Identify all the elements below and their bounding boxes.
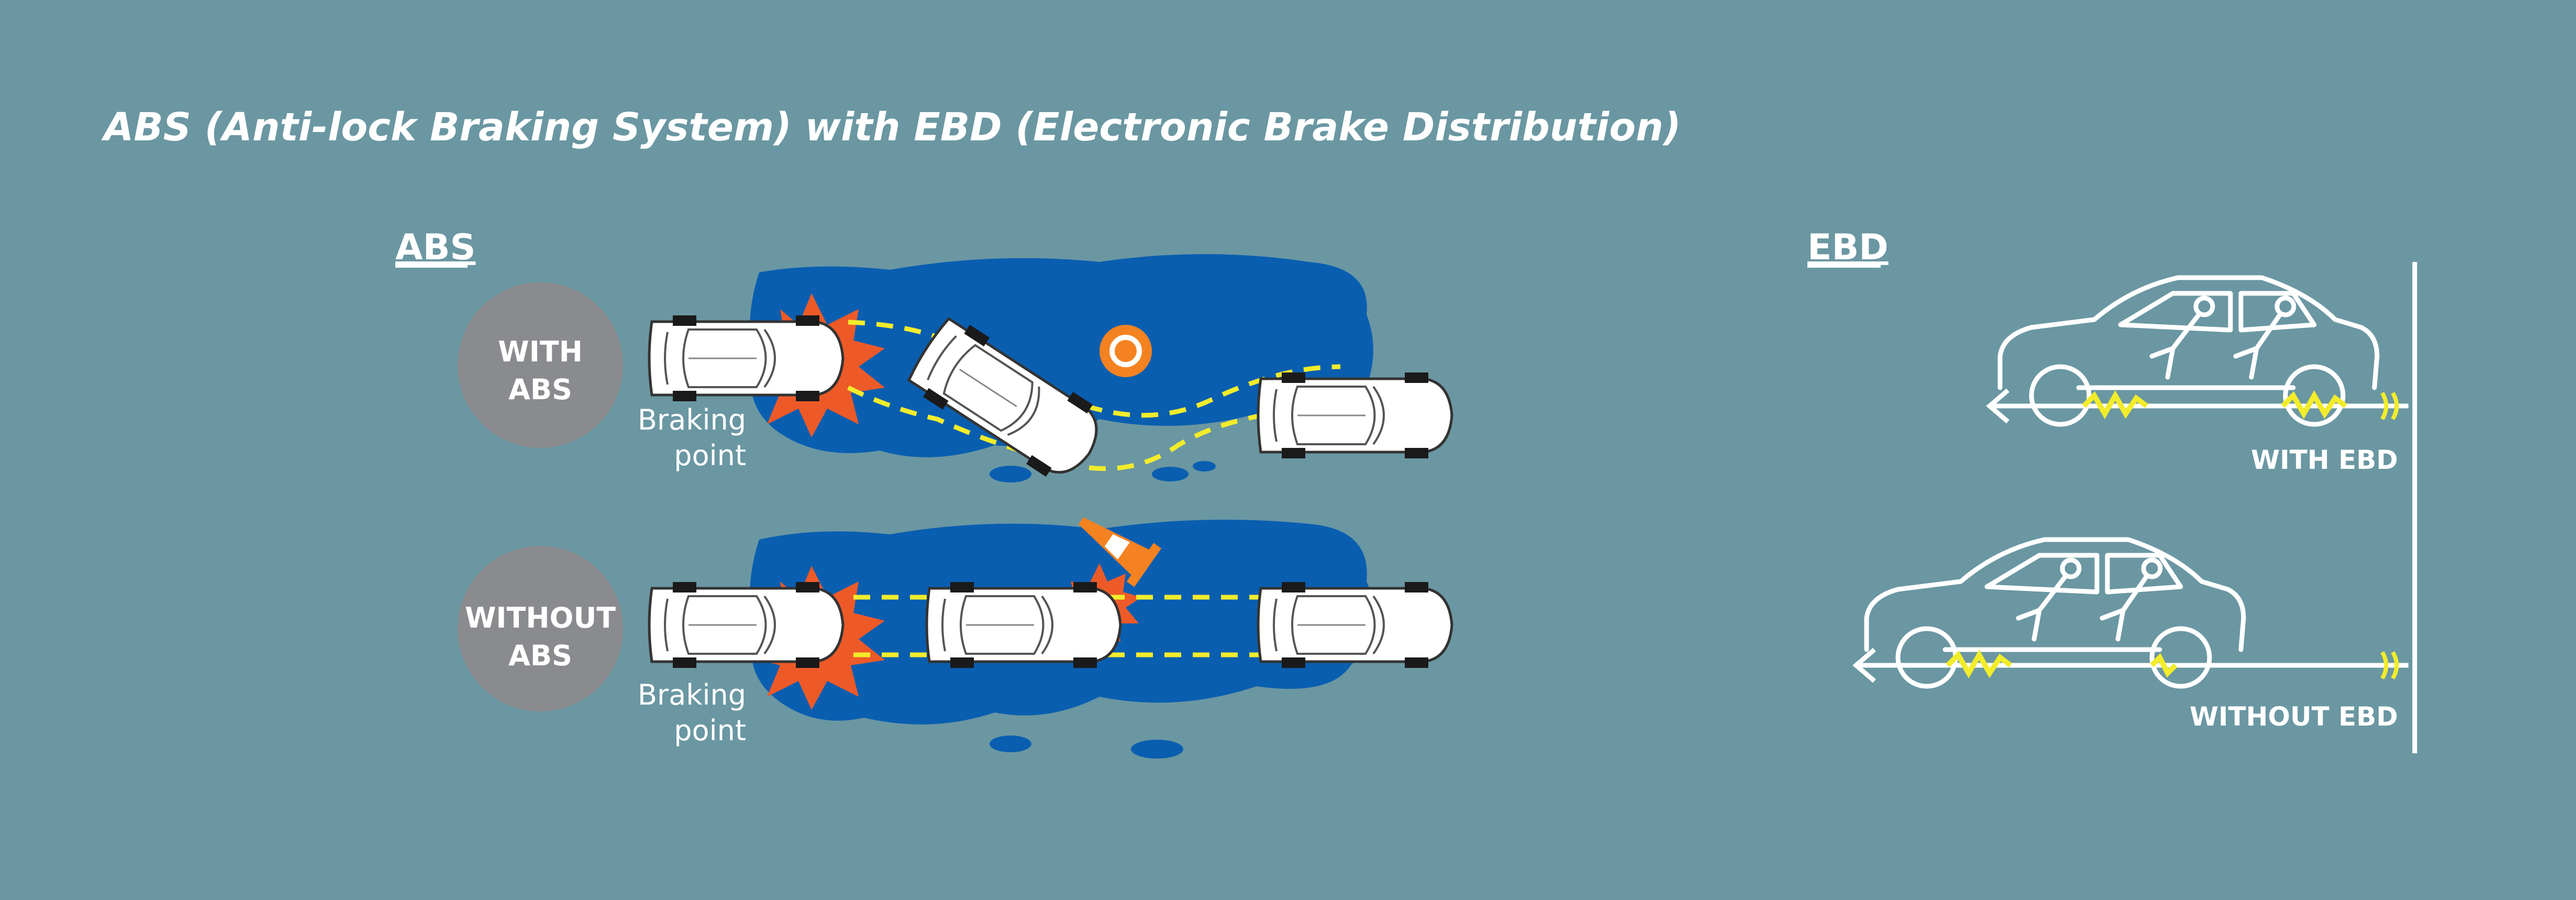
braking-point-label: point xyxy=(674,439,746,472)
without-abs-scenario: WITHOUT ABS Braking point xyxy=(458,517,1452,759)
badge-line: ABS xyxy=(508,373,572,406)
brake-force-zigzag xyxy=(2281,390,2347,420)
with-ebd-scenario: WITH EBD xyxy=(1986,278,2408,475)
arrow-head-icon xyxy=(1986,388,2009,424)
car-stopped xyxy=(1258,582,1452,668)
with-ebd-label: WITH EBD xyxy=(2251,445,2398,475)
water-puddle xyxy=(1193,461,1216,471)
car-stopped xyxy=(1258,372,1452,458)
water-puddle xyxy=(1152,467,1189,481)
brake-force-zigzag xyxy=(2150,653,2178,678)
without-ebd-label: WITHOUT EBD xyxy=(2190,701,2398,732)
braking-point-label: Braking xyxy=(638,403,746,436)
arrow-head-icon xyxy=(1852,647,1876,683)
ebd-heading: EBD xyxy=(1807,227,1889,268)
obstacle-icon xyxy=(1100,325,1152,377)
traffic-cone-icon xyxy=(1078,517,1162,587)
braking-point-label: Braking xyxy=(638,678,746,711)
line-break-icon xyxy=(2380,651,2399,680)
badge-line: WITHOUT xyxy=(465,601,616,634)
badge-without-abs xyxy=(458,546,623,711)
badge-line: ABS xyxy=(508,639,572,672)
obstacle-icon-ring xyxy=(1109,335,1142,367)
water-puddle xyxy=(1131,740,1183,759)
abs-heading: ABS xyxy=(395,227,475,268)
badge-with-abs xyxy=(458,282,623,448)
car-braking xyxy=(649,582,843,668)
braking-point-label: point xyxy=(674,714,746,747)
badge-line: WITH xyxy=(498,335,583,368)
car-sliding xyxy=(927,582,1120,668)
car-braking xyxy=(649,315,843,401)
line-break-icon xyxy=(2380,391,2399,421)
wet-road-patch xyxy=(750,254,1373,457)
brake-force-zigzag xyxy=(2082,390,2148,420)
without-ebd-scenario: WITHOUT EBD xyxy=(1852,540,2408,732)
page-title: ABS (Anti-lock Braking System) with EBD … xyxy=(101,105,1681,150)
water-puddle xyxy=(990,736,1031,752)
brake-force-zigzag xyxy=(1946,649,2012,679)
with-abs-scenario: WITH ABS Braking point xyxy=(458,254,1452,490)
water-puddle xyxy=(990,466,1031,482)
